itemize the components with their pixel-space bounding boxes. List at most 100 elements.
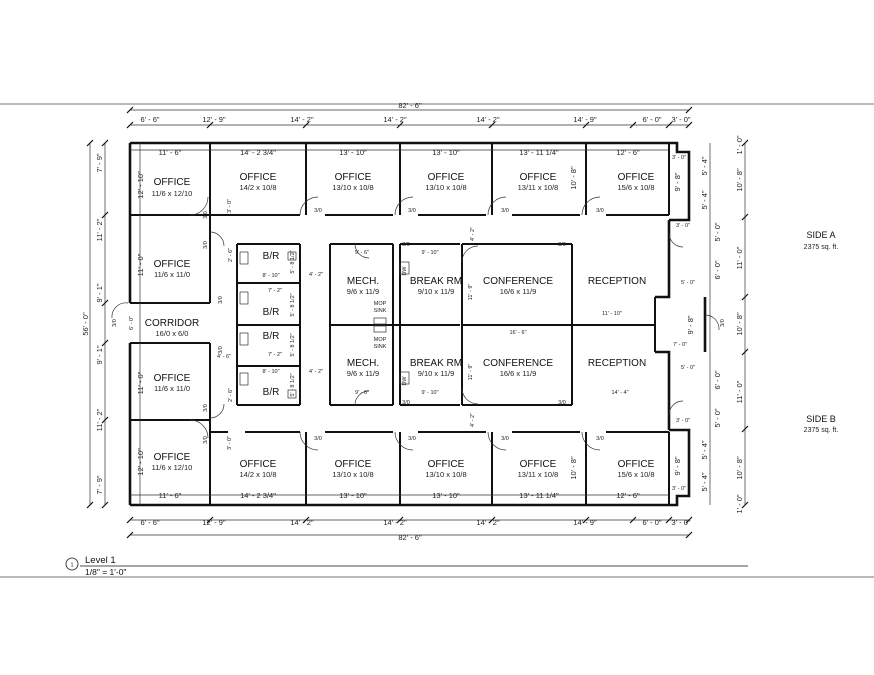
svg-text:7' - 2": 7' - 2" <box>268 288 282 294</box>
room-name: OFFICE <box>154 259 191 270</box>
room-size: 11/6 x 11/0 <box>154 384 190 393</box>
room-name: OFFICE <box>154 452 191 463</box>
svg-text:7' - 0": 7' - 0" <box>673 342 687 348</box>
svg-text:14' - 2 3/4": 14' - 2 3/4" <box>240 491 276 500</box>
room-name: OFFICE <box>154 177 191 188</box>
svg-text:14' - 2 3/4": 14' - 2 3/4" <box>240 148 276 157</box>
room-name: OFFICE <box>428 172 465 183</box>
room-size: 13/10 x 10/8 <box>332 183 373 192</box>
svg-text:5' - 0": 5' - 0" <box>681 365 695 371</box>
room-conference-b: CONFERENCE 16/6 x 11/9 <box>483 358 553 378</box>
room-size: 14/2 x 10/8 <box>239 470 276 479</box>
svg-text:14' - 9": 14' - 9" <box>573 518 597 527</box>
side-a-label: SIDE A 2375 sq. ft. <box>804 230 839 251</box>
room-size: 11/6 x 12/10 <box>152 189 193 198</box>
svg-text:3' - 0": 3' - 0" <box>227 436 233 450</box>
svg-text:3/0: 3/0 <box>203 404 209 412</box>
dishwasher-a-box <box>399 261 410 275</box>
svg-text:3' - 0": 3' - 0" <box>672 155 686 161</box>
svg-text:6' - 0": 6' - 0" <box>713 370 722 389</box>
svg-text:13' - 10": 13' - 10" <box>339 491 367 500</box>
svg-text:11' - 2": 11' - 2" <box>95 408 104 431</box>
svg-text:7' - 9": 7' - 9" <box>95 475 104 494</box>
room-name: CONFERENCE <box>483 358 553 369</box>
svg-text:14' - 2": 14' - 2" <box>290 518 314 527</box>
svg-text:1' - 0": 1' - 0" <box>735 494 744 513</box>
room-size: 9/6 x 11/9 <box>347 369 379 378</box>
room-size: 16/6 x 11/9 <box>500 369 537 378</box>
interior-walls <box>130 143 670 505</box>
svg-text:5' - 4": 5' - 4" <box>700 156 709 175</box>
room-br-4: B/R <box>263 387 280 398</box>
room-size: 9/10 x 11/9 <box>418 369 455 378</box>
svg-text:3' - 0": 3' - 0" <box>671 115 690 124</box>
room-name: BREAK RM <box>410 358 462 369</box>
svg-text:14' - 2": 14' - 2" <box>290 115 314 124</box>
room-size: 9/10 x 11/9 <box>418 287 455 296</box>
svg-text:3/0: 3/0 <box>203 211 209 219</box>
room-name: OFFICE <box>520 459 557 470</box>
svg-text:4' - 2": 4' - 2" <box>470 227 476 241</box>
room-name: BREAK RM <box>410 276 462 287</box>
svg-text:9' - 1": 9' - 1" <box>95 283 104 302</box>
svg-text:5' - 4": 5' - 4" <box>700 190 709 209</box>
room-office-t2: OFFICE 13/10 x 10/8 <box>332 172 373 192</box>
room-size: 16/6 x 11/9 <box>500 287 537 296</box>
svg-text:14' - 4": 14' - 4" <box>611 390 628 396</box>
svg-text:14' - 2": 14' - 2" <box>383 115 407 124</box>
svg-text:3' - 0": 3' - 0" <box>227 199 233 213</box>
svg-text:13' - 11 1/4": 13' - 11 1/4" <box>519 491 559 500</box>
svg-text:4' - 2": 4' - 2" <box>309 272 323 278</box>
svg-text:13' - 10": 13' - 10" <box>432 148 460 157</box>
room-size: 15/6 x 10/8 <box>617 183 654 192</box>
svg-text:11' - 6": 11' - 6" <box>159 148 182 157</box>
svg-text:12' - 6": 12' - 6" <box>616 148 640 157</box>
svg-text:6' - 6": 6' - 6" <box>140 115 159 124</box>
side-a-title: SIDE A <box>806 230 835 240</box>
room-size: 14/2 x 10/8 <box>239 183 276 192</box>
room-office-t3: OFFICE 13/10 x 10/8 <box>425 172 466 192</box>
room-mech-a: MECH. 9/6 x 11/9 <box>347 276 379 296</box>
room-office-b5: OFFICE 15/6 x 10/8 <box>617 459 654 479</box>
room-office-tl: OFFICE 11/6 x 12/10 <box>152 177 193 198</box>
svg-text:9' - 10": 9' - 10" <box>421 250 438 256</box>
room-name: MECH. <box>347 358 379 369</box>
view-name: Level 1 <box>85 555 116 566</box>
room-size: 11/6 x 12/10 <box>152 463 193 472</box>
dim-overall-depth: 56' - 0" <box>81 312 90 336</box>
dim-overall-width-bottom: 82' - 6" <box>398 533 422 542</box>
svg-text:3' - 0": 3' - 0" <box>671 518 690 527</box>
dims-left-inner: 12' - 10" 11' - 0" 6' - 0" 11' - 0" 12' … <box>129 171 145 476</box>
svg-text:11' - 9": 11' - 9" <box>468 364 474 381</box>
svg-text:9' - 6": 9' - 6" <box>355 390 369 396</box>
svg-text:3/0: 3/0 <box>596 436 604 442</box>
mop-sink-a-fixture <box>373 317 387 325</box>
svg-text:3/0: 3/0 <box>314 208 322 214</box>
svg-text:3/0: 3/0 <box>314 436 322 442</box>
svg-text:3/0: 3/0 <box>558 242 566 248</box>
svg-text:6' - 0": 6' - 0" <box>713 260 722 279</box>
svg-text:13' - 11 1/4": 13' - 11 1/4" <box>519 148 559 157</box>
svg-text:11' - 10": 11' - 10" <box>602 311 622 317</box>
svg-text:8' - 10": 8' - 10" <box>262 273 279 279</box>
room-name: OFFICE <box>335 172 372 183</box>
room-br-2: B/R <box>263 307 280 318</box>
svg-text:11' - 0": 11' - 0" <box>735 246 744 269</box>
svg-text:3/0: 3/0 <box>408 436 416 442</box>
svg-text:3/0: 3/0 <box>596 208 604 214</box>
room-size: 9/6 x 11/9 <box>347 287 379 296</box>
room-name: OFFICE <box>240 172 277 183</box>
svg-text:5' - 4": 5' - 4" <box>700 472 709 491</box>
svg-text:6' - 0": 6' - 0" <box>129 316 135 330</box>
svg-text:12' - 9": 12' - 9" <box>202 115 226 124</box>
side-a-area: 2375 sq. ft. <box>804 244 839 251</box>
side-b-title: SIDE B <box>806 414 836 424</box>
svg-text:11' - 9": 11' - 9" <box>468 284 474 301</box>
room-office-b1: OFFICE 14/2 x 10/8 <box>239 459 276 479</box>
view-number: 1 <box>70 563 73 569</box>
room-name: OFFICE <box>335 459 372 470</box>
svg-text:9' - 8": 9' - 8" <box>673 172 682 191</box>
svg-text:14' - 2": 14' - 2" <box>383 518 407 527</box>
